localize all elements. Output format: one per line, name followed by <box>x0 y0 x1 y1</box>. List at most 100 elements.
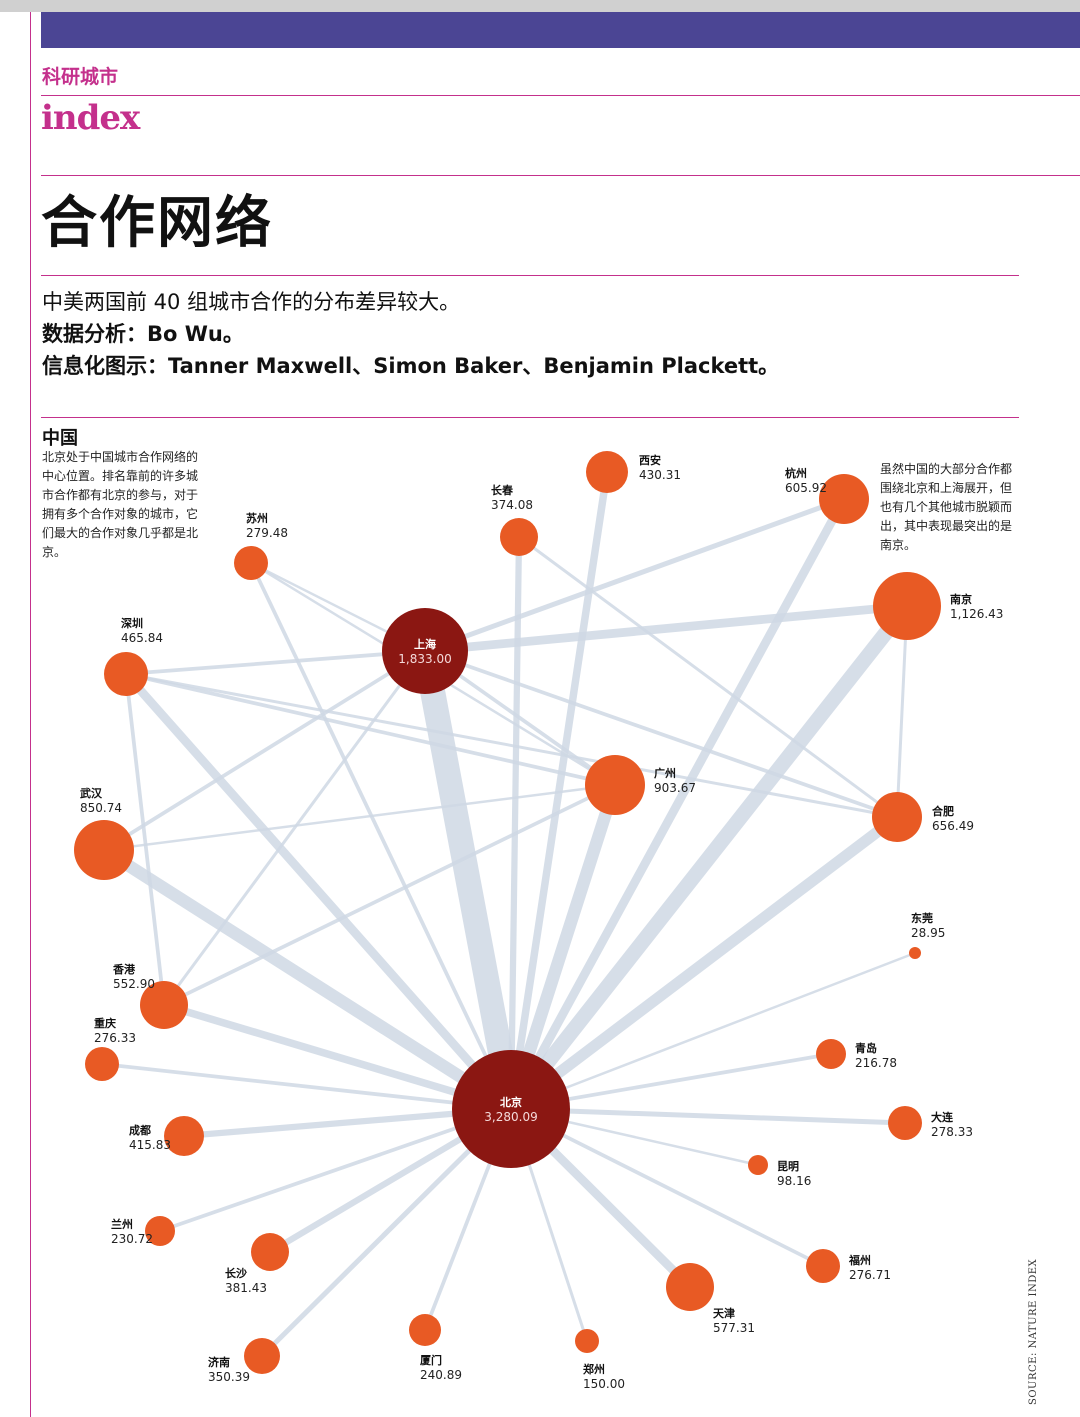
node-value-wuhan: 850.74 <box>80 801 122 815</box>
node-circle-dongguan <box>909 947 921 959</box>
node-name-suzhou: 苏州 <box>246 511 268 525</box>
node-circle-nanjing <box>873 572 941 640</box>
node-name-beijing: 北京 <box>500 1095 522 1109</box>
node-value-qingdao: 216.78 <box>855 1056 897 1070</box>
node-circle-kunming <box>748 1155 768 1175</box>
node-value-changchun: 374.08 <box>491 498 533 512</box>
node-value-dongguan: 28.95 <box>911 926 945 940</box>
network-nodes: 北京3,280.09上海1,833.00南京1,126.43广州903.67武汉… <box>74 451 1003 1391</box>
link-beijing-hangzhou <box>506 494 849 1114</box>
panel-rule <box>41 417 1019 418</box>
node-circle-hongkong <box>140 981 188 1029</box>
node-circle-chongqing <box>85 1047 119 1081</box>
node-circle-shenzhen <box>104 652 148 696</box>
node-beijing: 北京3,280.09 <box>452 1050 570 1168</box>
node-value-hangzhou: 605.92 <box>785 481 827 495</box>
node-value-hongkong: 552.90 <box>113 977 155 991</box>
credit-data-analysis: 数据分析：Bo Wu。 <box>42 322 244 346</box>
node-name-shenzhen: 深圳 <box>121 616 143 630</box>
node-circle-shanghai <box>382 608 468 694</box>
annotation-right: 虽然中国的大部分合作都围绕北京和上海展开，但也有几个其他城市脱颖而出，其中表现最… <box>880 462 1013 552</box>
node-value-dalian: 278.33 <box>931 1125 973 1139</box>
link-guangzhou-wuhan <box>102 783 617 852</box>
node-circle-chengdu <box>164 1116 204 1156</box>
node-value-zhengzhou: 150.00 <box>583 1377 625 1391</box>
link-beijing-lanzhou <box>158 1107 513 1233</box>
title-rule <box>41 175 1080 176</box>
link-shenzhen-hefei <box>124 672 899 819</box>
link-shanghai-hangzhou <box>422 496 847 654</box>
link-shanghai-hongkong <box>162 649 427 1007</box>
node-value-tianjin: 577.31 <box>713 1321 755 1335</box>
node-circle-hangzhou <box>819 474 869 524</box>
node-value-changsha: 381.43 <box>225 1281 267 1295</box>
node-circle-guangzhou <box>585 755 645 815</box>
node-value-lanzhou: 230.72 <box>111 1232 153 1246</box>
node-name-shanghai: 上海 <box>414 637 436 651</box>
link-shanghai-nanjing <box>420 601 912 656</box>
node-value-xian: 430.31 <box>639 468 681 482</box>
node-value-fuzhou: 276.71 <box>849 1268 891 1282</box>
link-beijing-changchun <box>507 533 523 1113</box>
node-name-chongqing: 重庆 <box>94 1016 116 1030</box>
link-beijing-nanjing <box>503 598 915 1117</box>
node-circle-qingdao <box>816 1039 846 1069</box>
section-rule <box>41 95 1080 96</box>
left-margin-rule <box>30 12 31 1417</box>
node-name-hefei: 合肥 <box>932 804 954 818</box>
node-name-changsha: 长沙 <box>225 1266 247 1280</box>
subtitle: 中美两国前 40 组城市合作的分布差异较大。 <box>42 290 461 314</box>
node-circle-xian <box>586 451 628 493</box>
node-value-kunming: 98.16 <box>777 1174 811 1188</box>
link-beijing-dongguan <box>509 951 917 1111</box>
node-name-chengdu: 成都 <box>129 1123 151 1137</box>
node-value-suzhou: 279.48 <box>246 526 288 540</box>
node-name-dalian: 大连 <box>931 1110 954 1124</box>
link-shenzhen-hongkong <box>124 672 166 1007</box>
link-beijing-suzhou <box>249 561 513 1111</box>
node-circle-changsha <box>251 1233 289 1271</box>
node-nanjing: 南京1,126.43 <box>873 572 1003 640</box>
link-beijing-shenzhen <box>121 669 516 1114</box>
node-circle-beijing <box>452 1050 570 1168</box>
node-name-kunming: 昆明 <box>777 1160 799 1173</box>
link-beijing-xian <box>507 468 611 1113</box>
node-value-shenzhen: 465.84 <box>121 631 163 645</box>
link-beijing-hongkong <box>160 1001 515 1113</box>
node-name-xian: 西安 <box>639 453 661 467</box>
node-name-tianjin: 天津 <box>713 1306 735 1320</box>
page-title: 合作网络 <box>41 191 273 256</box>
node-shanghai: 上海1,833.00 <box>382 608 468 694</box>
node-name-hangzhou: 杭州 <box>785 466 807 480</box>
link-guangzhou-hongkong <box>162 783 617 1007</box>
node-name-hongkong: 香港 <box>112 962 136 976</box>
node-name-nanjing: 南京 <box>950 592 972 606</box>
node-circle-lanzhou <box>145 1216 175 1246</box>
link-beijing-chongqing <box>100 1062 513 1111</box>
node-value-chongqing: 276.33 <box>94 1031 136 1045</box>
link-nanjing-hefei <box>895 604 909 819</box>
node-circle-xiamen <box>409 1314 441 1346</box>
credit-graphics: 信息化图示：Tanner Maxwell、Simon Baker、Benjami… <box>42 354 780 378</box>
node-name-changchun: 长春 <box>491 483 514 497</box>
link-beijing-wuhan <box>97 843 518 1116</box>
node-name-fuzhou: 福州 <box>848 1253 871 1267</box>
node-name-xiamen: 厦门 <box>420 1353 442 1367</box>
node-name-zhengzhou: 郑州 <box>583 1362 605 1376</box>
top-strip <box>0 0 1080 12</box>
link-beijing-dalian <box>508 1106 908 1126</box>
link-shanghai-hefei <box>423 649 899 819</box>
